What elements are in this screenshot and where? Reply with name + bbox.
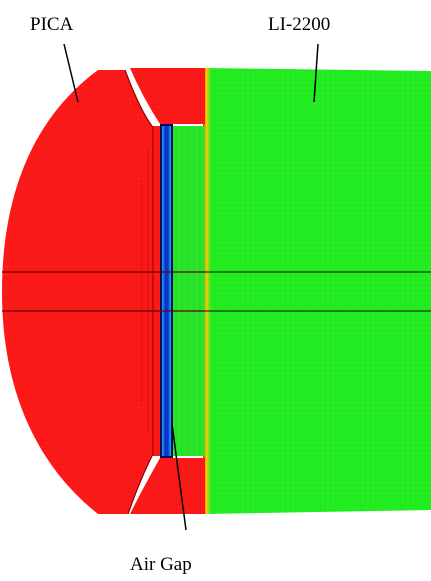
- li2200-leader-line: [313, 43, 319, 103]
- pica-label: PICA: [30, 14, 74, 35]
- mesh-seam-lines: [2, 271, 431, 312]
- pica-region: [2, 68, 205, 515]
- pica-leader-line: [63, 43, 79, 103]
- air-gap-region: [160, 124, 173, 458]
- li2200-region: [170, 68, 431, 514]
- air-gap-leader-line: [171, 423, 187, 531]
- li2200-label: LI-2200: [268, 14, 330, 35]
- air-gap-label: Air Gap: [130, 554, 192, 575]
